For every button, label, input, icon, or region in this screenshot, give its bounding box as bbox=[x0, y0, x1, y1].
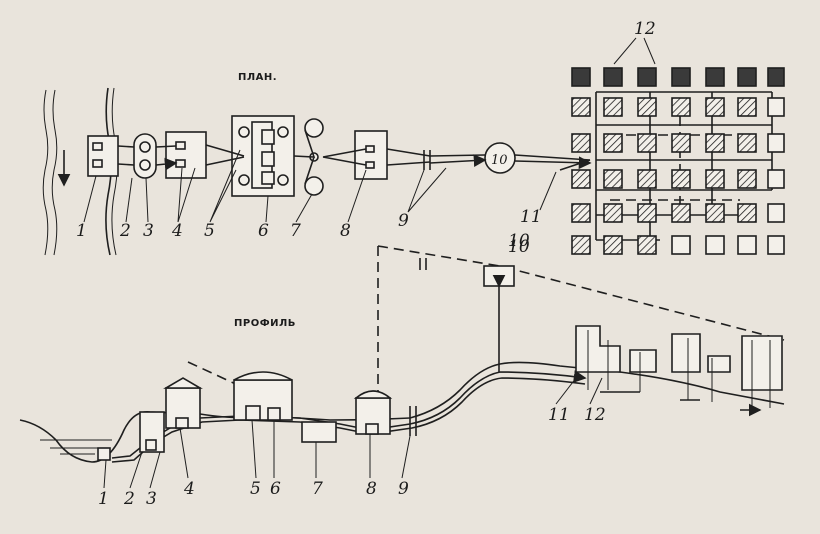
profile-title: ПРОФИЛЬ bbox=[234, 318, 296, 329]
profile-label-7: 7 bbox=[312, 479, 323, 499]
profile-label-11: 11 bbox=[548, 405, 570, 425]
piezometric-line bbox=[377, 245, 785, 341]
clear-water-reservoir bbox=[301, 421, 337, 443]
plan-title: ПЛАН. bbox=[238, 72, 277, 83]
plan-label-11: 11 bbox=[520, 207, 542, 227]
piezometric-line bbox=[187, 361, 241, 387]
plan-label-4: 4 bbox=[171, 221, 183, 241]
plan-label-8: 8 bbox=[340, 221, 351, 241]
plan-label-12: 12 bbox=[634, 19, 656, 39]
profile-leaders bbox=[103, 377, 603, 489]
profile-label-4: 4 bbox=[183, 479, 195, 499]
profile-label-5: 5 bbox=[250, 479, 261, 499]
water-tower bbox=[483, 265, 515, 372]
pump-station-2 bbox=[353, 390, 393, 435]
settling-tanks bbox=[165, 131, 207, 179]
plan-pipelines bbox=[117, 129, 590, 185]
pump-station-1 bbox=[139, 411, 165, 453]
clear-water-reservoirs bbox=[304, 118, 324, 196]
settling-tanks bbox=[163, 377, 203, 429]
profile-label-8: 8 bbox=[366, 479, 377, 499]
profile-labels: 1 2 3 4 5 6 7 8 9 10 11 12 bbox=[98, 237, 606, 509]
city-district-grid bbox=[571, 37, 785, 255]
profile-view: ПРОФИЛЬ bbox=[19, 237, 785, 509]
profile-label-1: 1 bbox=[98, 489, 109, 509]
water-tower-plan: 10 bbox=[484, 142, 516, 174]
plan-label-7: 7 bbox=[290, 221, 301, 241]
plan-label-10: 10 bbox=[508, 231, 530, 251]
pump-station-1 bbox=[133, 133, 157, 179]
profile-label-10: 10 bbox=[508, 237, 530, 257]
plan-label-6: 6 bbox=[258, 221, 269, 241]
intake-structure bbox=[97, 447, 111, 461]
plan-view: ПЛАН. bbox=[42, 19, 785, 256]
city-buildings-profile bbox=[575, 325, 783, 410]
svg-text:10: 10 bbox=[491, 153, 508, 168]
filter-building bbox=[233, 371, 293, 421]
plan-leaders bbox=[83, 149, 557, 223]
profile-label-3: 3 bbox=[146, 489, 157, 509]
plan-label-9: 9 bbox=[398, 211, 409, 231]
plan-label-2: 2 bbox=[119, 221, 131, 241]
plan-label-5: 5 bbox=[204, 221, 215, 241]
intake-structure bbox=[87, 135, 119, 177]
plan-labels: 1 2 3 4 5 6 7 8 9 10 11 12 bbox=[76, 19, 656, 251]
profile-label-6: 6 bbox=[270, 479, 281, 499]
plan-label-3: 3 bbox=[143, 221, 154, 241]
terrain-line bbox=[409, 361, 785, 419]
profile-label-12: 12 bbox=[584, 405, 606, 425]
pump-station-2 bbox=[354, 130, 388, 180]
plan-label-1: 1 bbox=[76, 221, 87, 241]
profile-label-2: 2 bbox=[123, 489, 135, 509]
profile-label-9: 9 bbox=[398, 479, 409, 499]
